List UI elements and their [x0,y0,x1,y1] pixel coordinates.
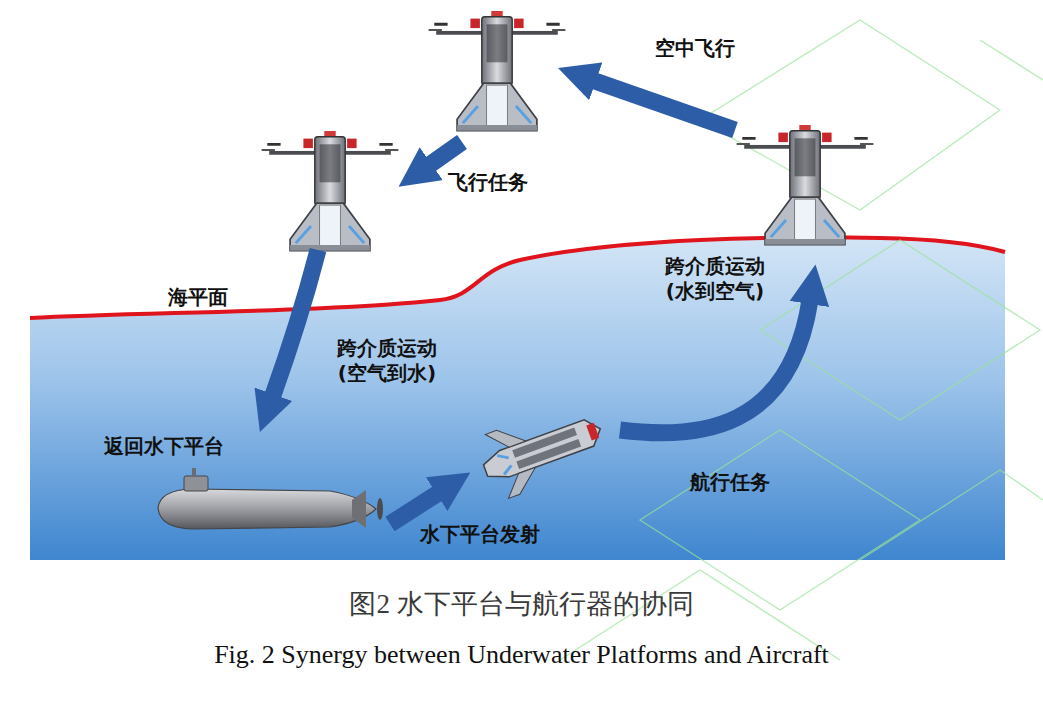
sea-body [30,237,1005,560]
sea [30,237,1005,560]
sea-level-label: 海平面 [168,285,228,310]
underwater-vehicle [474,397,612,503]
platform-label: 返回水下平台 [104,434,224,459]
arrow-label: 空中飞行 [655,36,735,61]
aircraft-left [262,131,399,251]
aircraft-top [429,11,566,131]
figure-caption: 图2 水下平台与航行器的协同 [0,586,1043,622]
caption-english: Fig. 2 Synergy between Underwater Platfo… [0,640,1043,670]
sea-level-line [30,237,1005,318]
watermark-lines [560,20,1043,660]
water-to-air-arrow [620,300,810,433]
air-flight-arrow [592,80,735,130]
arrow-label: 飞行任务 [448,170,528,195]
arrow-label: 水下平台发射 [420,522,540,547]
arrow-label: 跨介质运动 (空气到水) [312,336,462,386]
arrow-label: 跨介质运动 (水到空气) [640,254,790,304]
air-to-water-arrow [272,250,318,398]
launch-arrow [390,492,440,524]
aircraft-right [737,125,874,245]
submarine [158,468,383,529]
flight-task-arrow [428,142,462,166]
arrow-label: 航行任务 [690,470,770,495]
flow-arrows [272,80,810,524]
